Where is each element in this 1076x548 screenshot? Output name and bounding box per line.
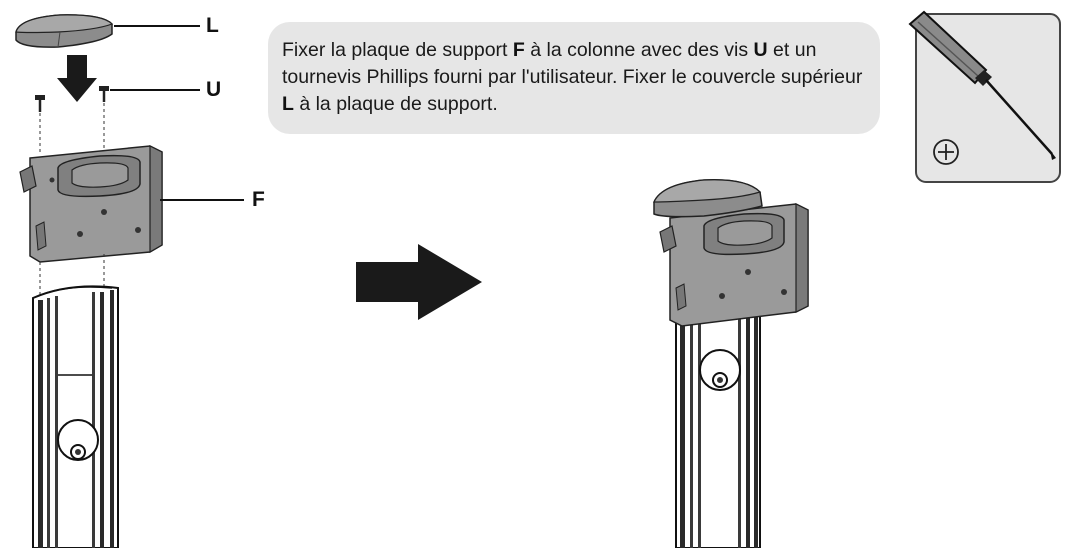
down-arrow-icon <box>57 55 97 102</box>
column-part <box>32 285 119 548</box>
label-f: F <box>252 188 265 211</box>
assembled-view <box>653 179 809 548</box>
tool-box <box>908 10 1061 183</box>
ref-l: L <box>282 93 294 115</box>
ref-u: U <box>753 39 768 61</box>
instruction-part-4: à la plaque de support. <box>293 93 498 115</box>
exploded-view <box>15 14 244 548</box>
ref-f: F <box>512 39 525 61</box>
instruction-text: Fixer la plaque de support F à la colonn… <box>282 37 872 118</box>
column-part <box>675 302 761 548</box>
screw-part <box>99 86 109 152</box>
screw-part <box>35 95 45 155</box>
top-cover-part <box>15 14 114 48</box>
right-arrow-icon <box>356 244 482 320</box>
label-l: L <box>206 14 219 37</box>
label-u: U <box>206 78 222 101</box>
phillips-symbol-icon <box>933 139 959 165</box>
instruction-part-3: et un tournevis Phillips fourni par l'ut… <box>282 39 863 88</box>
instruction-part-1: Fixer la plaque de support <box>282 39 513 61</box>
instruction-callout <box>268 22 880 134</box>
support-plate-part <box>19 145 163 296</box>
instruction-part-2: à la colonne avec des vis <box>524 39 754 61</box>
top-cover-part <box>653 179 763 218</box>
phillips-screwdriver-icon <box>908 10 1056 160</box>
support-plate-part <box>659 203 809 327</box>
